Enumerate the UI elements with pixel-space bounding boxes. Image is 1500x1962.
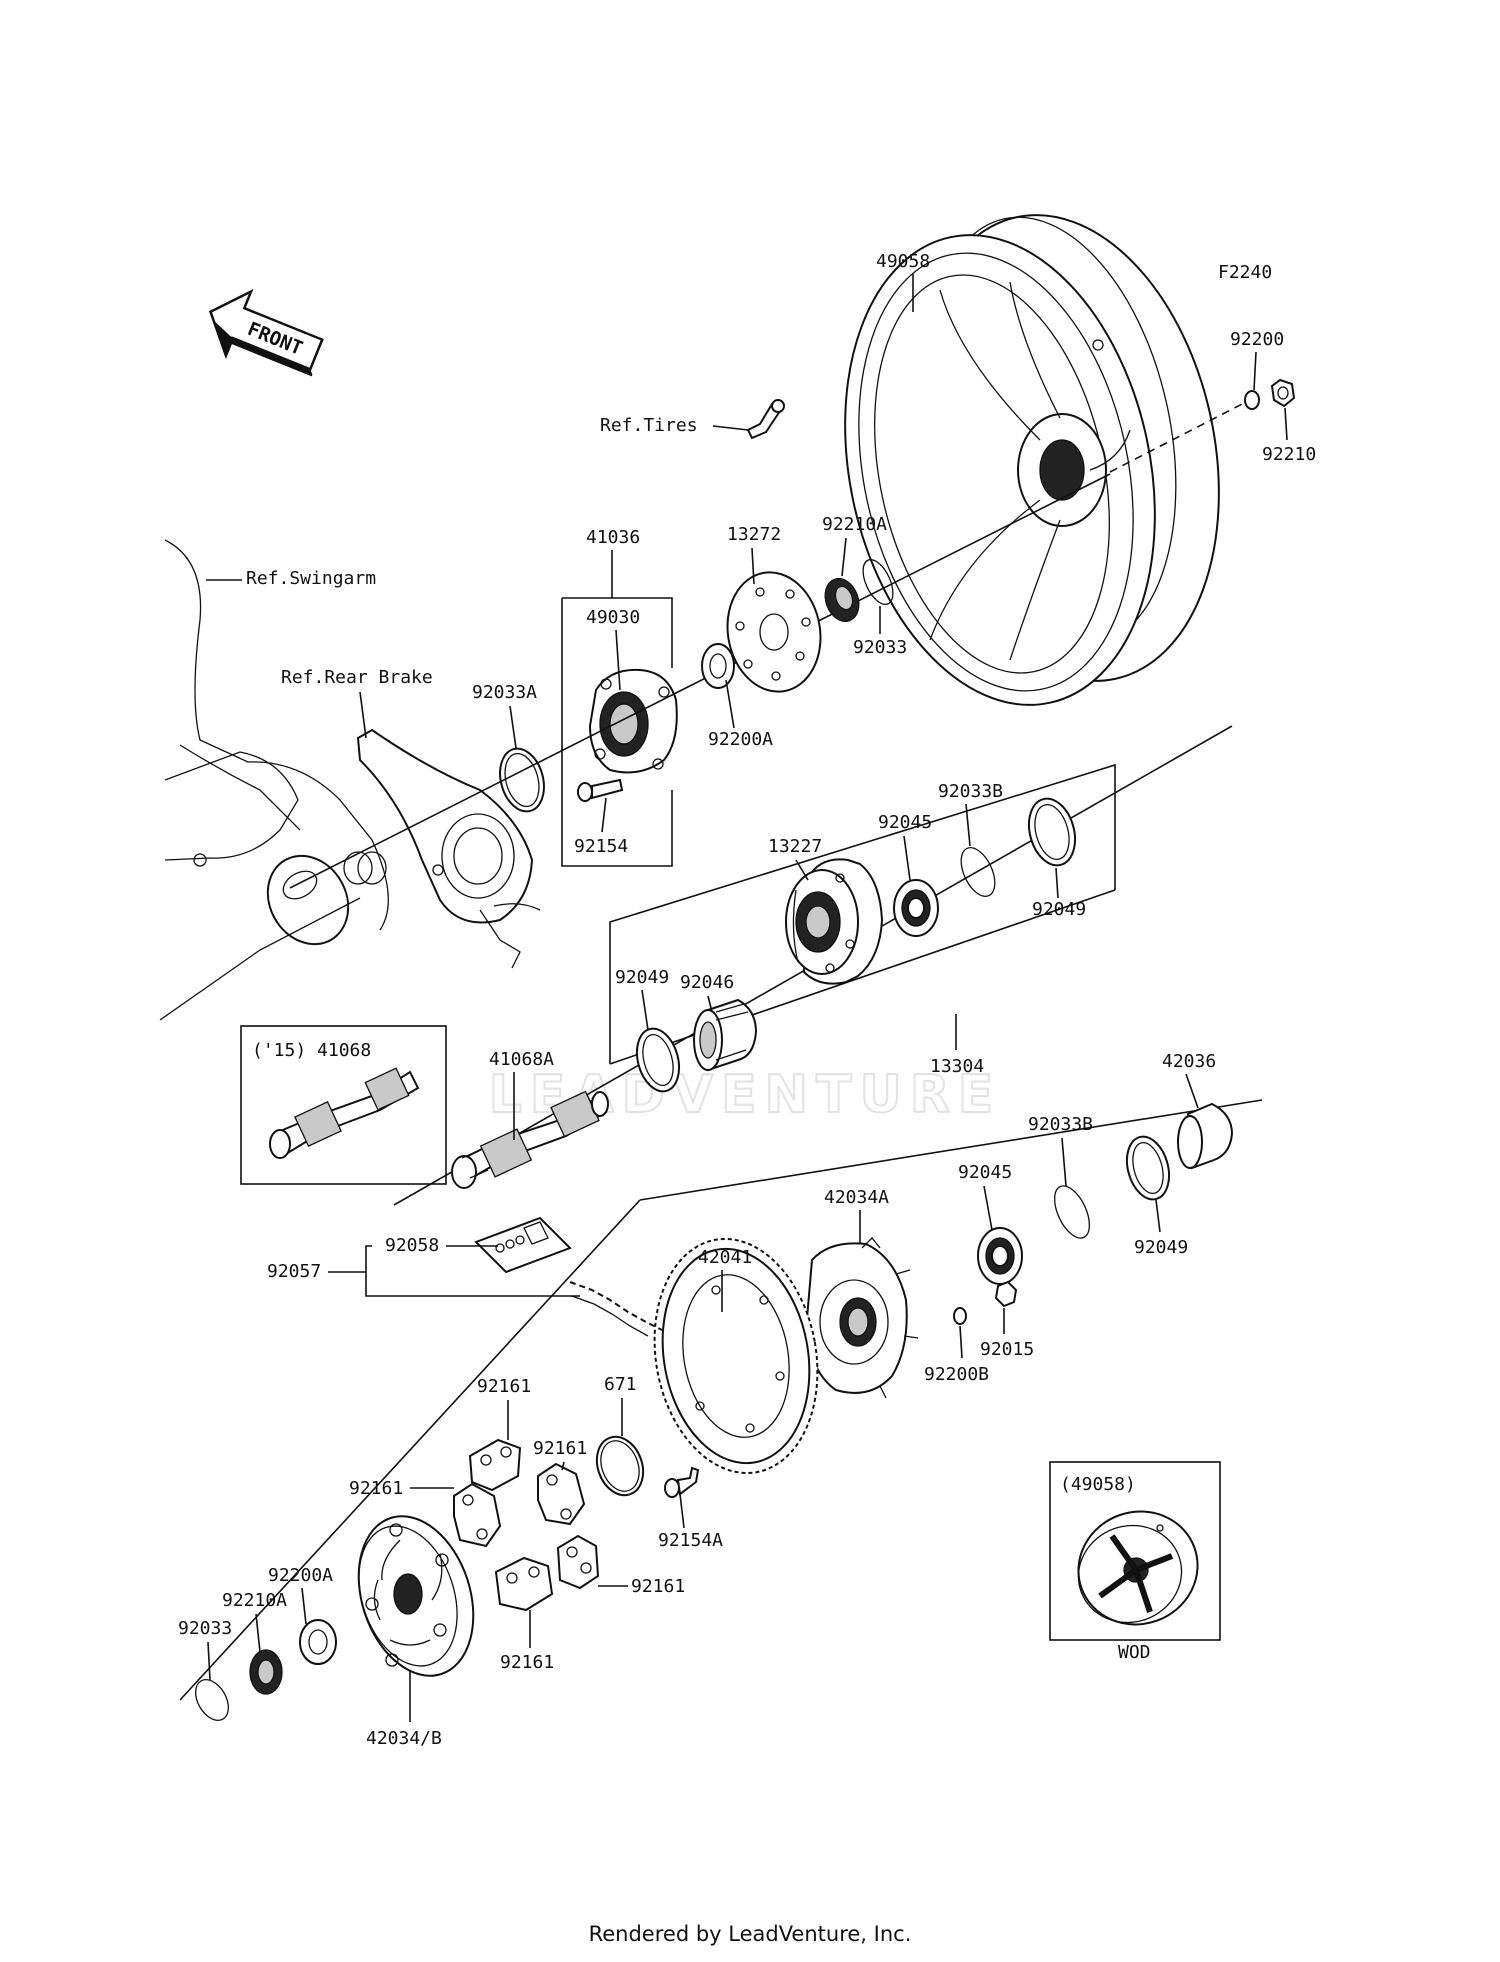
label-92045-lower: 92045 <box>958 1162 1012 1183</box>
label-92161-b: 92161 <box>533 1438 587 1459</box>
label-41068A: 41068A <box>489 1049 554 1070</box>
label-671: 671 <box>604 1374 637 1395</box>
sprocket-42041[interactable] <box>637 1226 836 1486</box>
seal-92049-middle[interactable] <box>630 1024 685 1096</box>
label-49030: 49030 <box>586 607 640 628</box>
label-92033B-lower: 92033B <box>1028 1114 1093 1135</box>
nut-92210[interactable] <box>1270 378 1296 408</box>
label-92161-d: 92161 <box>500 1652 554 1673</box>
label-92200: 92200 <box>1230 329 1284 350</box>
inset-41068: ('15) 41068 <box>240 1025 447 1185</box>
washer-92200[interactable] <box>1244 390 1260 410</box>
label-92046: 92046 <box>680 972 734 993</box>
nut-92210A[interactable] <box>819 574 864 626</box>
label-92033B-upper: 92033B <box>938 781 1003 802</box>
label-92015: 92015 <box>980 1339 1034 1360</box>
label-13227: 13227 <box>768 836 822 857</box>
washer-92200A-lower[interactable] <box>299 1619 337 1665</box>
front-arrow-icon: FRONT <box>208 288 324 377</box>
sprocket-carrier-42034A[interactable] <box>804 1237 919 1399</box>
label-92057: 92057 <box>267 1261 321 1282</box>
ref-swingarm[interactable]: Ref.Swingarm <box>246 568 376 589</box>
label-92161-a: 92161 <box>477 1376 531 1397</box>
label-42036: 42036 <box>1162 1051 1216 1072</box>
damper-92161-a[interactable] <box>468 1438 522 1492</box>
ref-tires[interactable]: Ref.Tires <box>600 415 698 436</box>
rear-brake-caliper-bracket[interactable] <box>356 728 541 969</box>
label-92058: 92058 <box>385 1235 439 1256</box>
circlip-92033B-lower[interactable] <box>1047 1181 1096 1244</box>
circlip-92033A[interactable] <box>493 744 550 817</box>
label-92049-upper: 92049 <box>1032 899 1086 920</box>
label-92049-middle: 92049 <box>615 967 669 988</box>
inset-49058-title: (49058) <box>1060 1474 1136 1495</box>
seal-92049-lower[interactable] <box>1120 1132 1175 1204</box>
plate-13272[interactable] <box>718 565 829 699</box>
bearing-92045-upper[interactable] <box>893 879 939 937</box>
circlip-92033-lower[interactable] <box>189 1674 235 1726</box>
axle-41068A[interactable] <box>451 1090 609 1189</box>
inset-49058: (49058) WOD <box>1049 1461 1221 1663</box>
label-92033: 92033 <box>853 637 907 658</box>
hub-13227[interactable] <box>785 858 884 985</box>
wheel-thumbnail[interactable] <box>1062 1495 1213 1641</box>
label-13272: 13272 <box>727 524 781 545</box>
label-92210: 92210 <box>1262 444 1316 465</box>
label-92200A-lower: 92200A <box>268 1565 333 1586</box>
chain-92057[interactable] <box>569 1281 663 1337</box>
bearing-92045-lower[interactable] <box>977 1227 1023 1285</box>
circlip-92033[interactable] <box>857 555 899 609</box>
diagram-code: F2240 <box>1218 262 1272 283</box>
label-92033-lower: 92033 <box>178 1618 232 1639</box>
damper-92161-c[interactable] <box>453 1482 502 1548</box>
o-ring-671[interactable] <box>589 1430 651 1501</box>
label-42034A: 42034A <box>824 1187 889 1208</box>
label-49058: 49058 <box>876 251 930 272</box>
label-13304: 13304 <box>930 1056 984 1077</box>
damper-92161-e[interactable] <box>556 1534 600 1590</box>
collar-42036[interactable] <box>1177 1102 1234 1170</box>
damper-92161-d[interactable] <box>494 1556 554 1612</box>
label-92210A-lower: 92210A <box>222 1590 287 1611</box>
label-92161-e: 92161 <box>631 1576 685 1597</box>
kit-box-41036 <box>561 597 673 867</box>
label-92049-lower: 92049 <box>1134 1237 1188 1258</box>
label-92161-c: 92161 <box>349 1478 403 1499</box>
nut-92015[interactable] <box>994 1280 1018 1308</box>
inset-49058-caption: WOD <box>1118 1642 1151 1663</box>
needle-bearing-92046[interactable] <box>693 998 758 1072</box>
nut-92210A-lower[interactable] <box>249 1649 283 1695</box>
bolt-92154A[interactable] <box>664 1466 700 1498</box>
label-92154A: 92154A <box>658 1530 723 1551</box>
washer-92200A[interactable] <box>701 643 735 689</box>
label-42034B: 42034/B <box>366 1728 442 1749</box>
inset-41068-title: ('15) 41068 <box>252 1040 371 1061</box>
damper-92161-b[interactable] <box>537 1462 586 1526</box>
label-41036: 41036 <box>586 527 640 548</box>
seal-92049-upper[interactable] <box>1022 793 1082 870</box>
coupling-flange-49030[interactable] <box>588 668 678 774</box>
label-92154: 92154 <box>574 836 628 857</box>
chain-joint-92058[interactable] <box>474 1216 572 1274</box>
label-92045-upper: 92045 <box>878 812 932 833</box>
ref-rear-brake[interactable]: Ref.Rear Brake <box>281 667 433 688</box>
swingarm-outline <box>159 539 389 1021</box>
tire-valve-icon[interactable] <box>746 399 785 440</box>
circlip-92033B-upper[interactable] <box>954 843 1001 902</box>
label-92200A: 92200A <box>708 729 773 750</box>
label-92210A: 92210A <box>822 514 887 535</box>
damper-holder-42034B[interactable] <box>339 1501 492 1690</box>
washer-92200B[interactable] <box>953 1307 967 1325</box>
rear-wheel-49058[interactable] <box>804 186 1260 734</box>
footer-credit: Rendered by LeadVenture, Inc. <box>588 1922 912 1946</box>
label-42041: 42041 <box>698 1247 752 1268</box>
bolt-92154[interactable] <box>577 778 624 802</box>
label-92033A: 92033A <box>472 682 537 703</box>
label-92200B: 92200B <box>924 1364 989 1385</box>
